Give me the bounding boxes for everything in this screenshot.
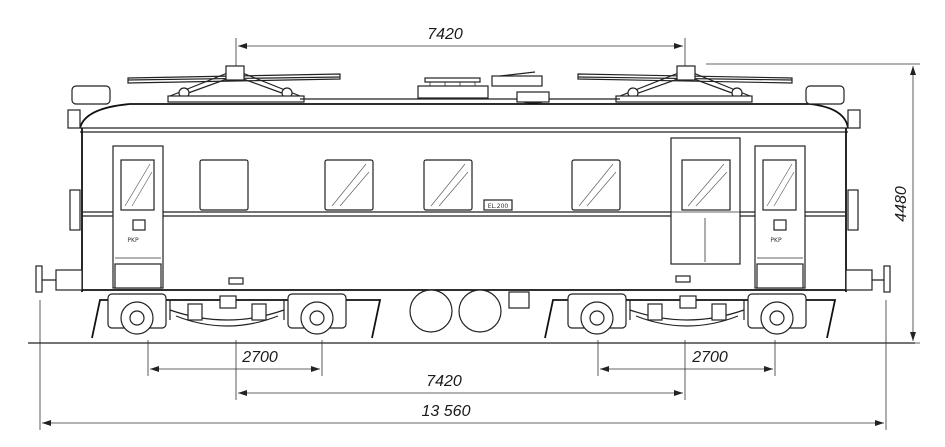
pantograph-right <box>577 65 793 103</box>
side-window-4 <box>571 159 621 211</box>
logo-right: PKP <box>770 219 787 244</box>
dimension-label-overall-length: 13 560 <box>422 403 471 420</box>
logo-left: PKP <box>127 219 146 244</box>
cab-door-right <box>754 145 806 289</box>
dimension-right-wheelbase: 2700 <box>600 349 773 372</box>
dimension-label-top: 7420 <box>427 26 463 43</box>
dimension-label-bogie-centers: 7420 <box>426 373 462 390</box>
dimension-top-7420: 7420 <box>235 26 686 70</box>
dimension-label-height: 4480 <box>893 186 910 222</box>
dimension-left-wheelbase: 2700 <box>150 349 320 372</box>
logo-left-text: PKP <box>127 237 139 244</box>
bogie-left <box>91 293 382 339</box>
bogie-right <box>544 293 837 339</box>
side-window-2 <box>324 159 374 211</box>
air-reservoirs <box>409 289 530 333</box>
dimension-overall-length: 13 560 <box>42 403 884 426</box>
buffer-right <box>845 265 891 293</box>
roof-equipment <box>300 71 620 104</box>
body-plate-right <box>675 275 691 283</box>
engine-room-door <box>670 137 741 265</box>
dimension-label-left-wheelbase: 2700 <box>241 349 278 366</box>
side-window-1 <box>199 159 249 211</box>
side-window-3 <box>423 159 473 211</box>
pantograph-left <box>127 65 341 103</box>
body-plate-left <box>228 277 244 285</box>
logo-right-text: PKP <box>770 237 782 244</box>
buffer-left <box>35 265 83 293</box>
car-body <box>67 85 861 292</box>
number-plate: EL.200 <box>483 199 513 211</box>
dimension-label-right-wheelbase: 2700 <box>691 349 728 366</box>
number-plate-text: EL.200 <box>488 203 509 210</box>
cab-door-left <box>112 145 164 289</box>
dimension-bogie-centers: 7420 <box>238 373 683 396</box>
